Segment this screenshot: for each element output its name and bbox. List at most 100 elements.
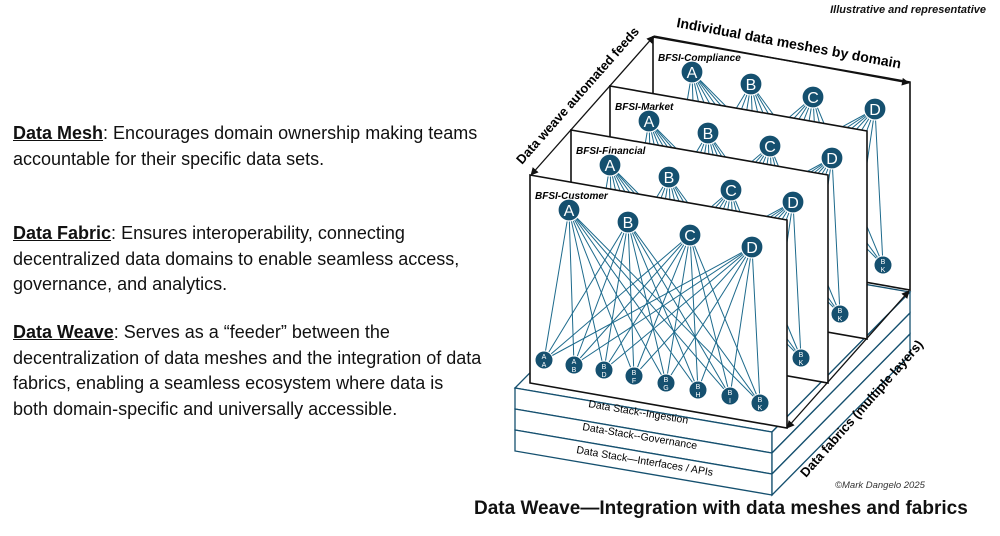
node-label: D [746,240,758,257]
node-label: A [605,158,616,175]
mesh-link [568,209,699,391]
node-label: B [703,126,714,143]
node-label: B [664,170,675,187]
mesh-link [573,221,629,366]
source-node: AA [534,350,554,370]
mesh-link [568,209,575,366]
source-node: BK [791,348,811,368]
definition-text: Ensures interoperability, connecting dec… [13,223,460,294]
domain-node: B [739,72,763,96]
node-label: B [799,352,804,359]
mesh-link [603,234,691,371]
term: Data Weave [13,322,114,342]
term: Data Fabric [13,223,112,243]
node-label: B [838,308,843,315]
node-circle [564,355,584,375]
meshes-by-domain-arrow [653,35,910,86]
domain-node: C [758,134,782,158]
node-circle [594,360,614,380]
node-label: C [764,139,776,156]
source-node: BF [624,366,644,386]
domain-node: D [781,190,805,214]
node-circle [781,190,805,214]
mesh-link [603,246,753,371]
node-circle [758,134,782,158]
mesh-link [633,234,691,377]
node-label: C [807,90,819,107]
data-fabrics-arrow [786,290,910,429]
node-label: A [644,114,655,131]
node-label: I [729,398,731,405]
mesh-link [627,221,731,397]
node-circle [616,210,640,234]
node-label: B [572,367,577,374]
node-circle [873,255,893,275]
node-circle [696,121,720,145]
node-label: K [838,316,843,323]
node-circle [624,366,644,386]
node-circle [656,373,676,393]
domain-node: D [740,235,764,259]
copyright: ©Mark Dangelo 2025 [835,480,925,491]
separator: : [111,223,117,243]
definition-text: Serves as a “feeder” between the decentr… [13,322,482,419]
definition-data-mesh: Data Mesh: Encourages domain ownership m… [13,121,483,172]
mesh-link [573,246,753,366]
node-circle [720,386,740,406]
mesh-link [751,246,761,404]
node-label: A [564,203,575,220]
node-circle [657,165,681,189]
mesh-link [697,246,753,391]
domain-node: D [820,146,844,170]
node-label: B [696,384,701,391]
node-label: G [663,385,668,392]
diagram-caption: Data Weave—Integration with data meshes … [474,498,968,519]
node-circle [750,393,770,413]
mesh-link [543,221,629,361]
mesh-link [633,246,753,377]
node-label: F [632,378,636,385]
mesh-link [603,221,629,371]
domain-node: A [557,198,581,222]
mesh-link [665,246,753,384]
node-label: K [881,267,886,274]
node-label: B [632,370,637,377]
node-label: K [799,360,804,367]
domain-node: A [680,60,704,84]
domain-node: B [616,210,640,234]
node-label: D [601,372,606,379]
node-label: C [725,183,737,200]
node-label: B [728,390,733,397]
source-node: BK [873,255,893,275]
source-node: BH [688,380,708,400]
node-circle [680,60,704,84]
node-circle [820,146,844,170]
node-label: A [687,65,698,82]
node-circle [678,223,702,247]
node-label: C [684,228,696,245]
domain-node: C [678,223,702,247]
domain-node: A [637,109,661,133]
separator: : [113,322,119,342]
mesh-link [543,234,691,361]
source-node: BI [720,386,740,406]
mesh-link [568,209,761,404]
node-circle [719,178,743,202]
mesh-link [543,209,570,361]
panel-title: BFSI-Compliance [658,53,741,64]
mesh-link [689,234,699,391]
domain-node: B [657,165,681,189]
definition-text: Encourages domain ownership making teams… [13,123,478,169]
domain-node: A [598,153,622,177]
node-label: H [695,392,700,399]
term: Data Mesh [13,123,104,143]
source-node: BG [656,373,676,393]
node-label: B [746,77,757,94]
node-circle [688,380,708,400]
mesh-link [543,246,753,361]
illustrative-note: Illustrative and representative [830,4,986,16]
node-label: D [787,195,799,212]
weave-feeds-arrow [530,35,655,176]
